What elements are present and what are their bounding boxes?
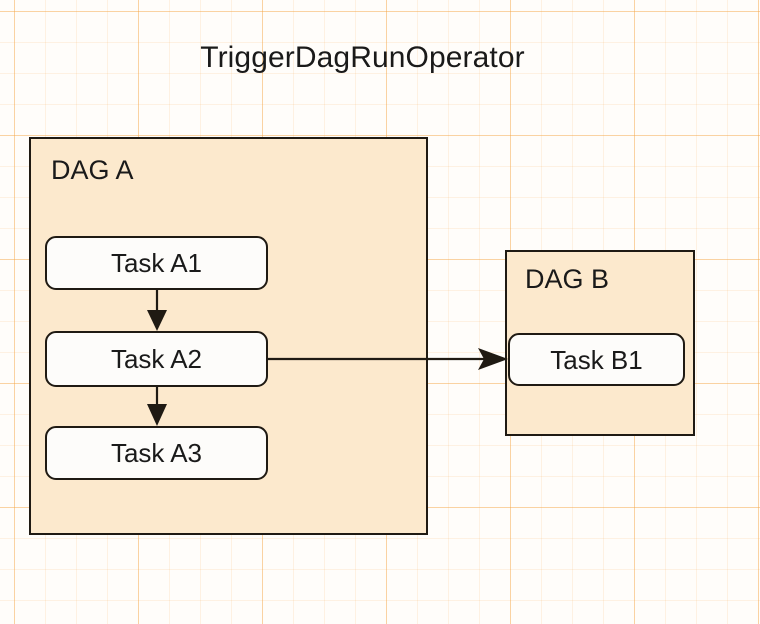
task-node-b1[interactable]: Task B1 [508,333,685,386]
task-node-a1[interactable]: Task A1 [45,236,268,290]
task-node-a1-label: Task A1 [110,248,203,278]
task-node-a3-label: Task A3 [110,438,203,468]
task-node-a3[interactable]: Task A3 [45,426,268,480]
task-node-b1-label: Task B1 [550,344,643,375]
task-node-a2[interactable]: Task A2 [45,331,268,387]
dag-group-b-label: DAG B [525,264,610,294]
task-node-a2-label: Task A2 [110,344,203,374]
diagram-title: TriggerDagRunOperator [200,41,525,74]
dag-group-a-label: DAG A [51,155,134,185]
